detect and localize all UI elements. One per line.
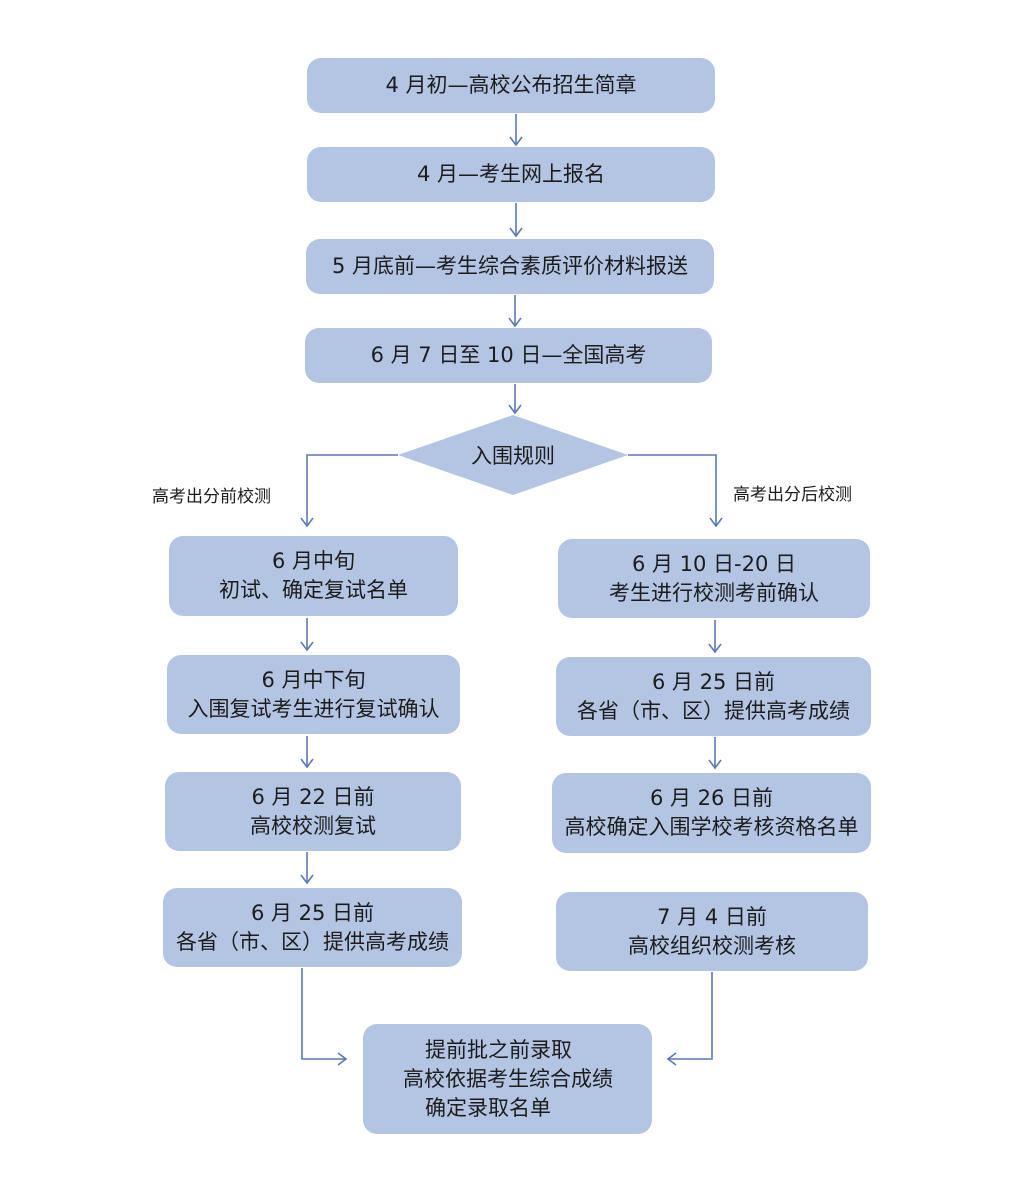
step-desc: 考生进行校测考前确认 <box>609 580 819 605</box>
step-date: 6 月 22 日前 <box>251 784 375 809</box>
arrow-left-1 <box>300 618 314 652</box>
right-branch-label: 高考出分后校测 <box>733 485 852 505</box>
connector-right-branch <box>628 454 723 528</box>
arrow-main-3 <box>508 295 522 328</box>
step-box-2: 4 月—考生网上报名 <box>307 147 715 202</box>
step-box-1: 4 月初—高校公布招生简章 <box>307 58 715 113</box>
arrow-left-3 <box>300 852 314 885</box>
step-desc: 各省（市、区）提供高考成绩 <box>176 929 449 954</box>
step-desc: 高校校测复试 <box>250 813 376 838</box>
step-date: 6 月 10 日-20 日 <box>631 551 797 576</box>
left-branch-label: 高考出分前校测 <box>152 487 271 507</box>
step-date: 7 月 4 日前 <box>657 904 767 929</box>
arrow-right-1 <box>708 620 722 654</box>
step-desc: 初试、确定复试名单 <box>219 578 408 602</box>
arrow-main-1 <box>509 114 523 147</box>
connector-right-to-final <box>666 972 713 1066</box>
final-line-3: 确定录取名单 <box>425 1095 551 1120</box>
arrow-right-2 <box>708 737 722 770</box>
step-desc: 高校组织校测考核 <box>628 933 796 958</box>
step-text: 5 月底前—考生综合素质评价材料报送 <box>331 254 689 278</box>
decision-label: 入围规则 <box>471 444 555 468</box>
step-box-4: 6 月 7 日至 10 日—全国高考 <box>305 328 712 383</box>
final-line-2: 高校依据考生综合成绩 <box>403 1066 613 1091</box>
step-date: 6 月 26 日前 <box>649 786 774 810</box>
final-line-1: 提前批之前录取 <box>425 1037 572 1062</box>
right-step-box-1: 6 月 10 日-20 日 考生进行校测考前确认 <box>558 539 870 618</box>
right-step-box-2: 6 月 25 日前 各省（市、区）提供高考成绩 <box>556 657 871 736</box>
final-box: 提前批之前录取 高校依据考生综合成绩 确定录取名单 <box>363 1024 652 1134</box>
step-text: 4 月—考生网上报名 <box>416 162 606 186</box>
left-step-box-2: 6 月中下旬 入围复试考生进行复试确认 <box>167 655 460 734</box>
right-step-box-4: 7 月 4 日前 高校组织校测考核 <box>556 892 868 971</box>
left-step-box-1: 6 月中旬 初试、确定复试名单 <box>169 536 458 616</box>
step-date: 6 月中下旬 <box>261 667 366 692</box>
step-desc: 高校确定入围学校考核资格名单 <box>564 815 859 839</box>
connector-left-to-final <box>301 968 348 1066</box>
right-step-box-3: 6 月 26 日前 高校确定入围学校考核资格名单 <box>552 773 871 853</box>
step-text: 4 月初—高校公布招生简章 <box>385 73 637 97</box>
step-date: 6 月 25 日前 <box>651 669 776 694</box>
step-box-3: 5 月底前—考生综合素质评价材料报送 <box>306 239 714 294</box>
arrow-left-2 <box>300 736 314 769</box>
left-step-box-3: 6 月 22 日前 高校校测复试 <box>165 772 461 851</box>
connector-left-branch <box>300 454 398 528</box>
decision-diamond <box>398 415 628 495</box>
left-step-box-4: 6 月 25 日前 各省（市、区）提供高考成绩 <box>163 888 462 967</box>
step-desc: 入围复试考生进行复试确认 <box>187 696 440 721</box>
step-text: 6 月 7 日至 10 日—全国高考 <box>370 343 647 367</box>
step-desc: 各省（市、区）提供高考成绩 <box>577 698 850 723</box>
arrow-main-4 <box>508 384 522 415</box>
step-date: 6 月 25 日前 <box>250 900 375 925</box>
step-date: 6 月中旬 <box>271 549 356 573</box>
arrow-main-2 <box>509 203 523 238</box>
